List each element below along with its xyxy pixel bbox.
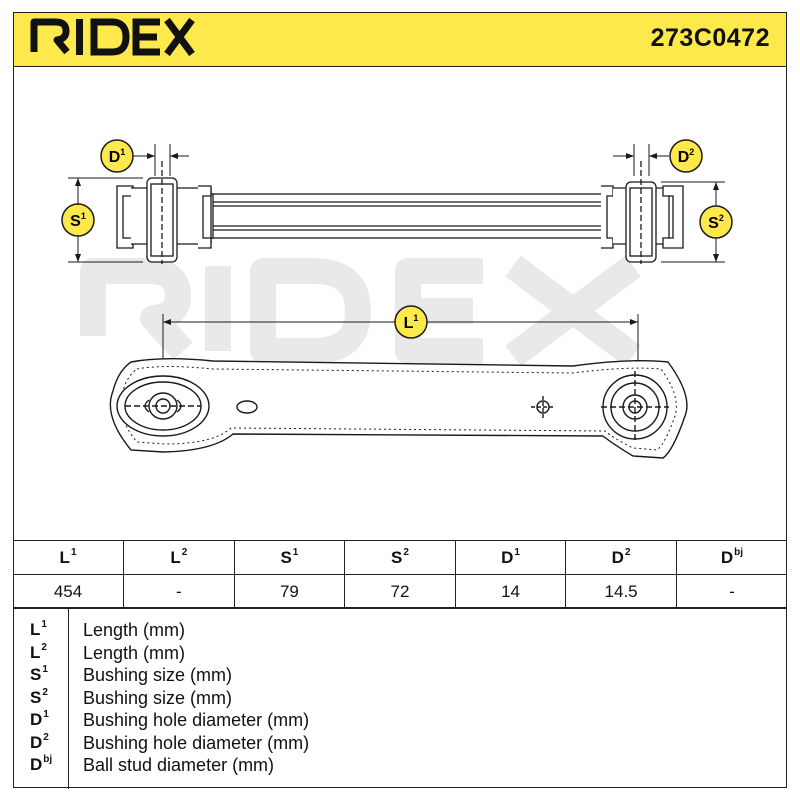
value-l1: 454 — [13, 574, 125, 609]
legend-description: Length (mm) — [83, 643, 186, 663]
legend-description: Bushing size (mm) — [83, 665, 233, 685]
badge-l1: L1 — [394, 305, 428, 339]
value-s1: 79 — [233, 574, 346, 609]
legend-item: Dbj Ball stud diameter (mm) — [13, 754, 787, 777]
legend-item: L1 Length (mm) — [13, 619, 787, 642]
legend-description: Bushing hole diameter (mm) — [83, 710, 310, 730]
legend-description: Length (mm) — [83, 620, 186, 640]
header-dbj: Dbj — [675, 540, 787, 575]
part-number: 273C0472 — [650, 24, 770, 52]
legend-symbol: S1 — [30, 664, 48, 684]
legend-symbol: L2 — [30, 642, 47, 662]
legend-description: Bushing size (mm) — [83, 688, 233, 708]
side-view — [109, 358, 688, 459]
svg-text:D1: D1 — [109, 147, 126, 166]
badge-d2: D2 — [669, 139, 703, 173]
badge-d1: D1 — [100, 139, 134, 173]
legend-item: D2 Bushing hole diameter (mm) — [13, 732, 787, 755]
svg-text:D2: D2 — [678, 147, 695, 166]
legend-symbol: Dbj — [30, 754, 53, 774]
legend-item: S2 Bushing size (mm) — [13, 687, 787, 710]
header-d2: D2 — [565, 540, 677, 575]
top-view — [116, 161, 684, 264]
value-l2: - — [123, 574, 235, 609]
value-dbj: - — [675, 574, 787, 609]
legend-symbol: D1 — [30, 709, 49, 729]
value-d2: 14.5 — [565, 574, 677, 609]
ridex-logo — [30, 17, 195, 56]
legend-item: L2 Length (mm) — [13, 642, 787, 665]
legend-symbol: L1 — [30, 619, 47, 639]
header-l2: L2 — [123, 540, 235, 575]
legend-divider — [68, 608, 69, 789]
spec-header-row: L1 L2 S1 S2 D1 D2 Dbj — [13, 540, 787, 575]
value-d1: 14 — [454, 574, 567, 609]
spec-table: L1 L2 S1 S2 D1 D2 Dbj 454 - 79 72 14 14.… — [13, 540, 787, 609]
badge-s2: S2 — [699, 205, 733, 239]
legend: L1 Length (mm) L2 Length (mm) S1 Bushing… — [13, 607, 787, 789]
technical-drawing: D1 D2 S1 S2 L1 — [61, 139, 733, 459]
legend-description: Bushing hole diameter (mm) — [83, 733, 310, 753]
legend-description: Ball stud diameter (mm) — [83, 755, 275, 775]
legend-symbol: S2 — [30, 687, 48, 707]
value-s2: 72 — [344, 574, 456, 609]
spec-value-row: 454 - 79 72 14 14.5 - — [13, 574, 787, 609]
watermark-logo — [80, 255, 641, 367]
header-l1: L1 — [13, 540, 125, 575]
legend-symbol: D2 — [30, 732, 49, 752]
header-s2: S2 — [344, 540, 456, 575]
svg-text:S1: S1 — [70, 211, 86, 230]
legend-item: D1 Bushing hole diameter (mm) — [13, 709, 787, 732]
legend-item: S1 Bushing size (mm) — [13, 664, 787, 687]
svg-text:S2: S2 — [708, 213, 724, 232]
dimension-arrows — [75, 153, 719, 325]
header-d1: D1 — [454, 540, 567, 575]
header-s1: S1 — [233, 540, 346, 575]
badge-s1: S1 — [61, 203, 95, 237]
svg-text:L1: L1 — [404, 313, 419, 332]
